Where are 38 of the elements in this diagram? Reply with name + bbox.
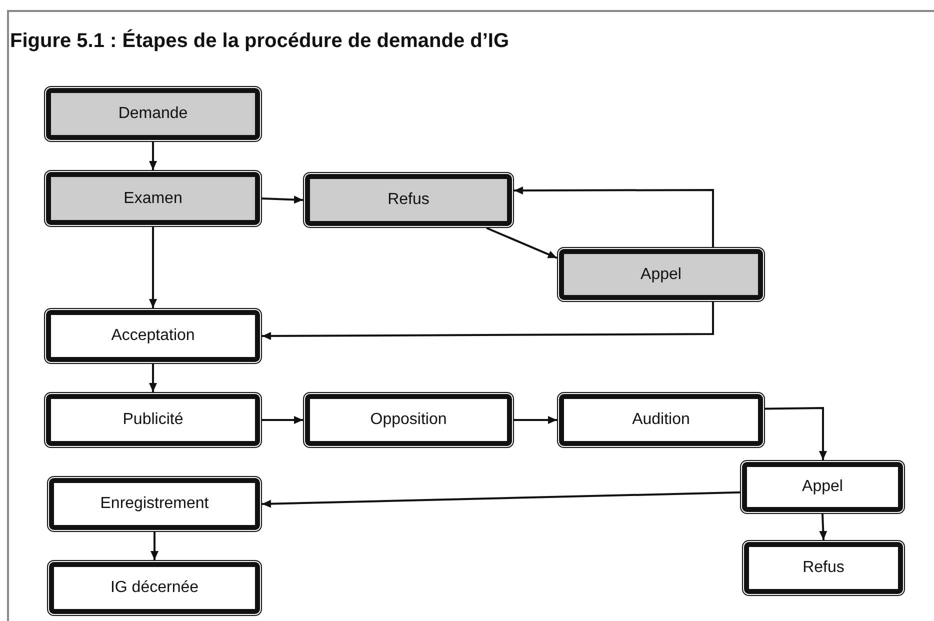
step-box xyxy=(559,249,763,300)
figure-title: Figure 5.1 : Étapes de la procédure de demande d’IG xyxy=(10,28,510,54)
arrow xyxy=(262,491,740,508)
step-label: Opposition xyxy=(370,410,447,430)
arrow xyxy=(764,406,827,460)
step-box xyxy=(46,88,260,140)
step-label: Acceptation xyxy=(111,326,195,346)
step-label: Audition xyxy=(632,410,690,430)
step-label: Refus xyxy=(802,558,844,578)
step-box xyxy=(744,542,903,594)
arrow xyxy=(514,186,714,247)
step-label: Publicité xyxy=(122,410,184,430)
arrow xyxy=(262,196,304,204)
step-label: IG décernée xyxy=(110,578,199,598)
arrow xyxy=(819,514,828,540)
arrow xyxy=(486,227,558,259)
arrow xyxy=(262,416,303,424)
arrow xyxy=(150,532,158,560)
arrow xyxy=(149,227,157,308)
step-label: Demande xyxy=(118,104,188,124)
step-label: Appel xyxy=(802,477,843,497)
step-label: Appel xyxy=(640,264,682,284)
arrow xyxy=(514,416,557,424)
arrow xyxy=(262,302,714,340)
step-box xyxy=(742,462,903,512)
step-box xyxy=(46,172,260,225)
arrow xyxy=(149,142,157,170)
step-label: Examen xyxy=(124,188,182,208)
step-box xyxy=(49,478,260,530)
step-box xyxy=(46,310,260,362)
step-box xyxy=(46,394,260,446)
step-label: Refus xyxy=(388,190,430,210)
step-box xyxy=(49,562,260,614)
arrow xyxy=(149,364,157,392)
step-box xyxy=(305,394,512,446)
step-box xyxy=(559,394,763,446)
step-box xyxy=(305,174,512,226)
step-label: Enregistrement xyxy=(100,494,209,514)
